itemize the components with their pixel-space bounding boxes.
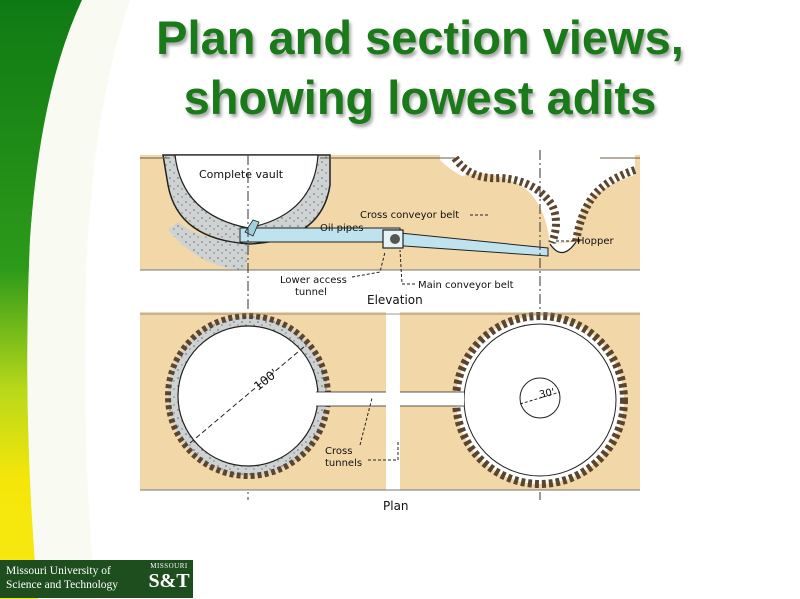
university-name: Missouri University of Science and Techn…: [6, 564, 144, 592]
sidebar-decoration: [0, 0, 131, 599]
st-badge-icon: MISSOURI S&T: [148, 562, 190, 596]
label-cross-conveyor-belt: Cross conveyor belt: [360, 210, 459, 221]
university-name-line2: Science and Technology: [6, 579, 119, 591]
slide-title-line1: Plan and section views,: [156, 11, 684, 64]
badge-main-text: S&T: [148, 570, 190, 592]
label-cross: Cross: [325, 446, 352, 457]
elevation-section: [140, 150, 640, 500]
label-tunnels: tunnels: [325, 458, 362, 469]
label-main-conveyor-belt: Main conveyor belt: [418, 280, 514, 291]
label-dim-30: 30': [538, 387, 555, 401]
label-hopper: Hopper: [577, 236, 614, 247]
label-oil-pipes: Oil pipes: [320, 223, 363, 234]
label-complete-vault: Complete vault: [199, 168, 284, 181]
label-lower-access: Lower access: [280, 275, 347, 286]
university-name-line1: Missouri University of: [6, 565, 111, 577]
badge-top-text: MISSOURI: [150, 562, 188, 570]
label-elevation: Elevation: [367, 293, 423, 307]
university-logo: Missouri University of Science and Techn…: [0, 560, 193, 598]
plan-section: [140, 312, 640, 491]
slide-title-line2: showing lowest adits: [183, 71, 657, 124]
label-tunnel: tunnel: [295, 287, 327, 298]
label-plan: Plan: [383, 499, 409, 513]
